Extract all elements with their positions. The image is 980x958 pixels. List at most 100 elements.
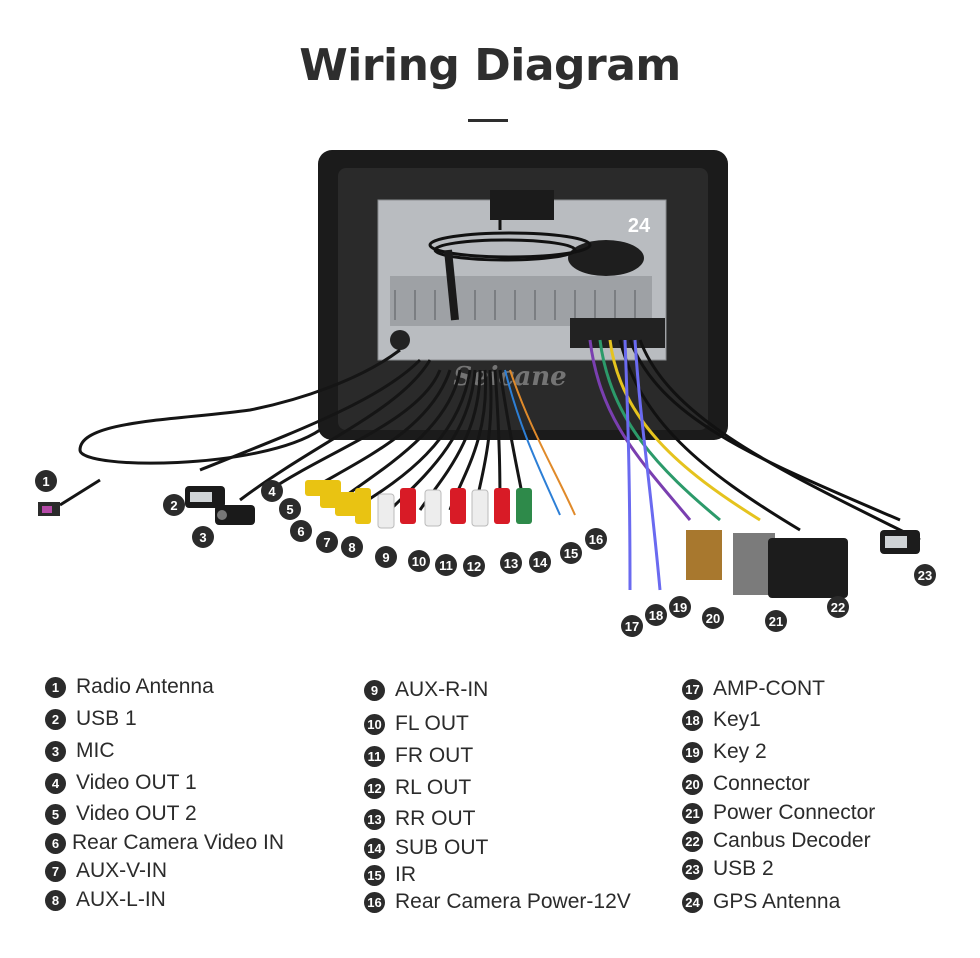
legend-item: 1 Radio Antenna <box>45 675 214 699</box>
legend-number: 23 <box>682 858 703 880</box>
legend-number: 19 <box>682 741 703 763</box>
legend-number: 13 <box>364 808 385 830</box>
legend-number: 1 <box>45 676 66 698</box>
legend-item: 21 Power Connector <box>682 801 875 825</box>
legend-item: 5 Video OUT 2 <box>45 802 197 826</box>
legend-label: USB 2 <box>713 857 774 880</box>
callout-4: 4 <box>268 484 276 499</box>
legend-number: 12 <box>364 777 385 799</box>
callout-7: 7 <box>323 535 330 550</box>
gps-antenna-shape <box>568 240 644 276</box>
legend-item: 20 Connector <box>682 772 810 796</box>
legend-number: 4 <box>45 772 66 794</box>
callout-18: 18 <box>649 608 663 623</box>
legend-number: 16 <box>364 891 385 913</box>
callout-14: 14 <box>533 555 548 570</box>
legend-number: 17 <box>682 678 703 700</box>
legend-item: 19 Key 2 <box>682 740 767 764</box>
legend-number: 14 <box>364 837 385 859</box>
connector-block <box>686 530 722 580</box>
legend-label: Rear Camera Power-12V <box>395 890 631 913</box>
legend-number: 9 <box>364 679 385 701</box>
legend-label: Power Connector <box>713 801 876 824</box>
legend-number: 10 <box>364 713 385 735</box>
legend-number: 3 <box>45 740 66 762</box>
callout-20: 20 <box>706 611 720 626</box>
callout-2: 2 <box>170 498 177 513</box>
legend-label: Key 2 <box>713 740 767 763</box>
legend-label: AUX-V-IN <box>76 859 168 882</box>
legend-item: 15 IR <box>364 863 416 887</box>
callout-8: 8 <box>348 540 355 555</box>
legend-number: 24 <box>682 891 703 913</box>
legend-label: Video OUT 1 <box>76 771 197 794</box>
title-underline <box>468 119 508 122</box>
legend-item: 24 GPS Antenna <box>682 890 840 914</box>
legend-number: 5 <box>45 803 66 825</box>
legend-number: 6 <box>45 832 66 854</box>
callout-11: 11 <box>439 558 453 573</box>
callout-22: 22 <box>831 600 845 615</box>
legend-item: 4 Video OUT 1 <box>45 771 197 795</box>
legend-label: GPS Antenna <box>713 890 841 913</box>
legend-label: FR OUT <box>395 744 474 767</box>
legend-label: Video OUT 2 <box>76 802 197 825</box>
legend-item: 7 AUX-V-IN <box>45 859 167 883</box>
legend-label: Rear Camera Video IN <box>72 831 285 854</box>
legend-item: 11 FR OUT <box>364 744 473 768</box>
legend-label: USB 1 <box>76 707 137 730</box>
legend-item: 13 RR OUT <box>364 807 476 831</box>
legend-number: 7 <box>45 860 66 882</box>
callout-21: 21 <box>769 614 783 629</box>
callout-1: 1 <box>42 474 49 489</box>
legend-label: Radio Antenna <box>76 675 214 698</box>
legend-label: Connector <box>713 772 810 795</box>
legend-number: 18 <box>682 709 703 731</box>
callout-9: 9 <box>382 550 389 565</box>
callout-3: 3 <box>199 530 206 545</box>
legend-number: 21 <box>682 802 703 824</box>
head-unit-wiring-illustration: Seicane <box>35 150 936 637</box>
legend-label: AUX-R-IN <box>395 678 489 701</box>
legend-item: 18 Key1 <box>682 708 761 732</box>
legend-label: RL OUT <box>395 776 472 799</box>
canbus-decoder-block <box>768 538 848 598</box>
legend-item: 14 SUB OUT <box>364 836 488 860</box>
callout-19: 19 <box>673 600 687 615</box>
legend-label: AMP-CONT <box>713 677 825 700</box>
legend-item: 16 Rear Camera Power-12V <box>364 890 631 914</box>
legend-number: 22 <box>682 830 703 852</box>
callout-15: 15 <box>564 546 578 561</box>
callout-17: 17 <box>625 619 639 634</box>
legend-number: 15 <box>364 864 385 886</box>
legend-item: 10 FL OUT <box>364 712 469 736</box>
callout-12: 12 <box>467 559 481 574</box>
legend-item: 12 RL OUT <box>364 776 471 800</box>
callout-16: 16 <box>589 532 603 547</box>
legend-number: 11 <box>364 745 385 767</box>
callout-23: 23 <box>918 568 932 583</box>
legend-label: RR OUT <box>395 807 476 830</box>
page-title: Wiring Diagram <box>299 40 681 91</box>
legend-label: SUB OUT <box>395 836 489 859</box>
legend-label: Canbus Decoder <box>713 829 871 852</box>
legend-item: 9 AUX-R-IN <box>364 678 488 702</box>
callout-24: 24 <box>628 215 651 237</box>
legend-label: Key1 <box>713 708 761 731</box>
legend-label: IR <box>395 863 416 886</box>
legend-item: 23 USB 2 <box>682 857 774 881</box>
legend-number: 20 <box>682 773 703 795</box>
callout-5: 5 <box>286 502 293 517</box>
callout-10: 10 <box>412 554 426 569</box>
legend-label: FL OUT <box>395 712 469 735</box>
legend-item: 8 AUX-L-IN <box>45 888 166 912</box>
legend-item: 22 Canbus Decoder <box>682 829 871 853</box>
callout-6: 6 <box>297 524 304 539</box>
callout-13: 13 <box>504 556 518 571</box>
legend-item: 2 USB 1 <box>45 707 137 731</box>
legend-number: 8 <box>45 889 66 911</box>
legend-number: 2 <box>45 708 66 730</box>
legend-item: 3 MIC <box>45 739 115 763</box>
legend-item: 17 AMP-CONT <box>682 677 825 701</box>
legend-label: MIC <box>76 739 115 762</box>
